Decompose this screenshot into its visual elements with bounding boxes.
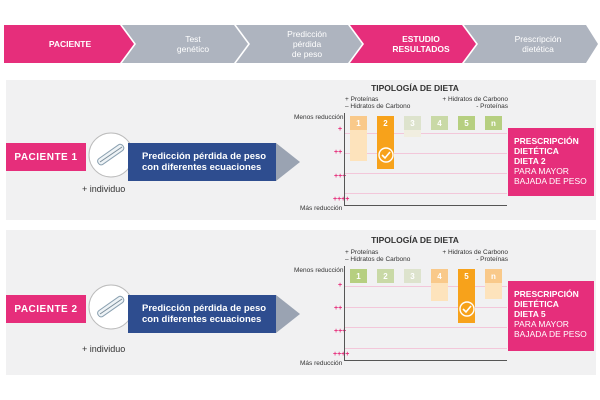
prescription-title-1: PRESCRIPCIÓN DIETÉTICA DIETA 2	[514, 136, 579, 166]
step-arrow-estudio	[350, 25, 476, 63]
grid-line	[345, 193, 507, 194]
patient-badge-1: PACIENTE 1	[6, 143, 86, 171]
bar-label-2: 2	[377, 116, 394, 130]
bar-label-n: n	[485, 269, 502, 283]
y-bottom-label-1: Más reducción	[300, 205, 343, 212]
arrow-icon	[276, 143, 300, 181]
bar-label-2: 2	[377, 269, 394, 283]
y-top-label-2: Menos reducción	[294, 267, 344, 274]
prediction-box-2: Predicción pérdida de peso con diferente…	[128, 295, 276, 333]
y-top-label-1: Menos reducción	[294, 114, 344, 121]
level-1: +	[338, 126, 343, 133]
individual-label-2: + individuo	[82, 344, 126, 354]
process-steps	[4, 25, 598, 63]
level-4: ++++	[333, 196, 350, 203]
prediction-box-1: Predicción pérdida de peso con diferente…	[128, 143, 276, 181]
bar-label-5: 5	[458, 116, 475, 130]
left-note-2: + Proteínas – Hidratos de Carbono	[345, 249, 411, 263]
bar-label-n: n	[485, 116, 502, 130]
level-3: +++	[334, 173, 347, 180]
grid-line	[345, 133, 507, 134]
prescription-title-2: PRESCRIPCIÓN DIETÉTICA DIETA 5	[514, 289, 579, 319]
grid-line	[345, 307, 507, 308]
prescription-box-1: PRESCRIPCIÓN DIETÉTICA DIETA 2 PARA MAYO…	[508, 128, 594, 196]
bar-label-5: 5	[458, 269, 475, 283]
check-icon	[377, 147, 394, 163]
arrow-icon	[276, 295, 300, 333]
diet-title-1: TIPOLOGÍA DE DIETA	[371, 83, 459, 93]
bar-label-4: 4	[431, 116, 448, 130]
level-4: ++++	[333, 351, 350, 358]
prescription-sub-1: PARA MAYOR BAJADA DE PESO	[514, 166, 587, 186]
grid-line	[345, 327, 507, 328]
check-icon	[458, 301, 475, 317]
right-note-2: + Hidratos de Carbono - Proteínas	[442, 249, 508, 263]
step-arrow-prescripcion	[464, 25, 598, 63]
test-tube-icon	[88, 284, 134, 330]
step-prescripcion: Prescripción dietética	[514, 34, 562, 54]
step-arrow-paciente	[4, 25, 134, 63]
diet-title-2: TIPOLOGÍA DE DIETA	[371, 235, 459, 245]
patient-badge-2: PACIENTE 2	[6, 295, 86, 323]
grid-line	[345, 286, 507, 287]
prescription-sub-2: PARA MAYOR BAJADA DE PESO	[514, 319, 587, 339]
level-2: ++	[334, 149, 343, 156]
y-bottom-label-2: Más reducción	[300, 360, 343, 367]
left-note-1: + Proteínas – Hidratos de Carbono	[345, 96, 411, 110]
bar-label-3: 3	[404, 116, 421, 130]
bar-label-1: 1	[350, 116, 367, 130]
step-estudio: ESTUDIO RESULTADOS	[392, 34, 450, 54]
step-arrow-prediccion	[236, 25, 362, 63]
step-prediccion: Predicción pérdida de peso	[287, 29, 327, 59]
level-2: ++	[334, 305, 343, 312]
level-3: +++	[334, 328, 347, 335]
bar-label-1: 1	[350, 269, 367, 283]
grid-line	[345, 173, 507, 174]
step-test-genetico: Test genético	[176, 34, 210, 54]
bar-label-3: 3	[404, 269, 421, 283]
grid-line	[345, 348, 507, 349]
grid-line	[345, 153, 507, 154]
step-arrow-test	[122, 25, 248, 63]
individual-label-1: + individuo	[82, 184, 126, 194]
level-1: +	[338, 282, 343, 289]
right-note-1: + Hidratos de Carbono - Proteínas	[442, 96, 508, 110]
prescription-box-2: PRESCRIPCIÓN DIETÉTICA DIETA 5 PARA MAYO…	[508, 281, 594, 351]
step-paciente: PACIENTE	[48, 39, 92, 49]
bar-label-4: 4	[431, 269, 448, 283]
